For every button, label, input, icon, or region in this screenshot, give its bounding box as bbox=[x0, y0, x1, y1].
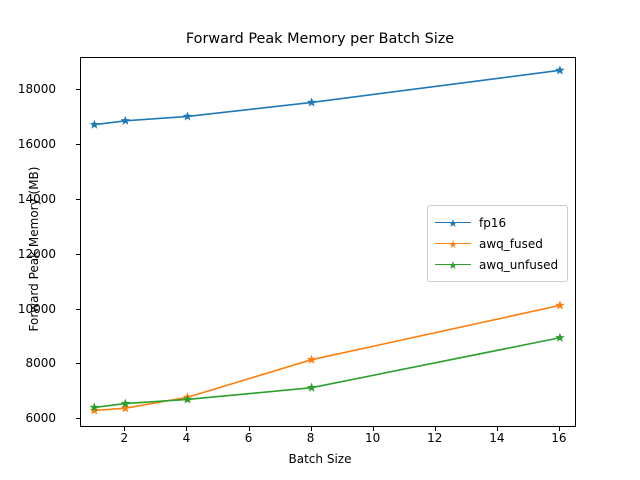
data-point-marker bbox=[120, 403, 131, 413]
legend-line bbox=[435, 263, 471, 266]
data-point-marker bbox=[555, 300, 565, 310]
series-plot bbox=[89, 65, 565, 415]
legend: ★ fp16 ★ awq_fused ★ awq_unfused bbox=[427, 205, 569, 282]
data-point-marker bbox=[306, 97, 317, 107]
legend-label: awq_fused bbox=[479, 236, 543, 251]
x-tick-label: 14 bbox=[489, 431, 505, 445]
x-tick-label: 6 bbox=[244, 431, 253, 445]
x-tick-mark bbox=[496, 427, 498, 431]
y-tick-mark bbox=[76, 143, 80, 145]
x-tick-label: 12 bbox=[427, 431, 443, 445]
x-tick-label: 10 bbox=[365, 431, 381, 445]
y-tick-label: 12000 bbox=[17, 246, 56, 261]
y-tick-label: 18000 bbox=[17, 82, 56, 97]
x-tick-label: 8 bbox=[306, 431, 315, 445]
series-line bbox=[94, 336, 561, 409]
x-tick-mark bbox=[124, 427, 126, 431]
data-point-marker bbox=[555, 65, 565, 75]
legend-label: awq_unfused bbox=[479, 257, 559, 272]
y-tick-mark bbox=[76, 363, 80, 365]
y-tick-mark bbox=[76, 253, 80, 255]
legend-item-awq_unfused[interactable]: ★ awq_unfused bbox=[435, 254, 558, 275]
series-line bbox=[94, 69, 561, 126]
series-line bbox=[94, 304, 561, 412]
plot-area bbox=[80, 57, 576, 427]
legend-swatch: ★ bbox=[435, 258, 471, 272]
data-point-marker bbox=[89, 119, 100, 129]
y-tick-label: 10000 bbox=[17, 301, 56, 316]
x-tick-mark bbox=[186, 427, 188, 431]
y-tick-label: 8000 bbox=[25, 356, 56, 371]
x-tick-mark bbox=[310, 427, 312, 431]
x-tick-mark bbox=[248, 427, 250, 431]
legend-star-icon: ★ bbox=[448, 237, 458, 251]
x-tick-label: 2 bbox=[120, 431, 129, 445]
data-point-marker bbox=[182, 394, 193, 404]
data-point-marker bbox=[182, 111, 193, 121]
series-awq_unfused bbox=[89, 332, 565, 412]
y-tick-label: 14000 bbox=[17, 191, 56, 206]
legend-line bbox=[435, 221, 471, 224]
data-point-marker bbox=[306, 354, 317, 364]
y-tick-mark bbox=[76, 198, 80, 200]
y-tick-label: 6000 bbox=[25, 411, 56, 426]
series-awq_fused bbox=[89, 300, 565, 415]
x-tick-label: 16 bbox=[551, 431, 567, 445]
y-tick-mark bbox=[76, 308, 80, 310]
x-tick-label: 4 bbox=[182, 431, 191, 445]
data-point-marker bbox=[306, 382, 317, 392]
series-fp16 bbox=[89, 65, 565, 129]
x-axis-label: Batch Size bbox=[288, 452, 352, 466]
data-point-marker bbox=[120, 115, 131, 125]
legend-item-fp16[interactable]: ★ fp16 bbox=[435, 212, 558, 233]
x-tick-mark bbox=[434, 427, 436, 431]
legend-label: fp16 bbox=[479, 215, 507, 230]
y-tick-label: 16000 bbox=[17, 136, 56, 151]
y-tick-mark bbox=[76, 89, 80, 91]
data-point-marker bbox=[89, 402, 100, 412]
legend-swatch: ★ bbox=[435, 216, 471, 230]
x-tick-mark bbox=[372, 427, 374, 431]
x-tick-mark bbox=[558, 427, 560, 431]
data-point-marker bbox=[555, 332, 565, 342]
legend-item-awq_fused[interactable]: ★ awq_fused bbox=[435, 233, 558, 254]
legend-swatch: ★ bbox=[435, 237, 471, 251]
legend-star-icon: ★ bbox=[448, 216, 458, 230]
data-point-marker bbox=[89, 405, 100, 415]
data-point-marker bbox=[120, 398, 131, 408]
legend-line bbox=[435, 242, 471, 245]
legend-star-icon: ★ bbox=[448, 258, 458, 272]
y-tick-mark bbox=[76, 418, 80, 420]
chart-title: Forward Peak Memory per Batch Size bbox=[185, 31, 455, 47]
